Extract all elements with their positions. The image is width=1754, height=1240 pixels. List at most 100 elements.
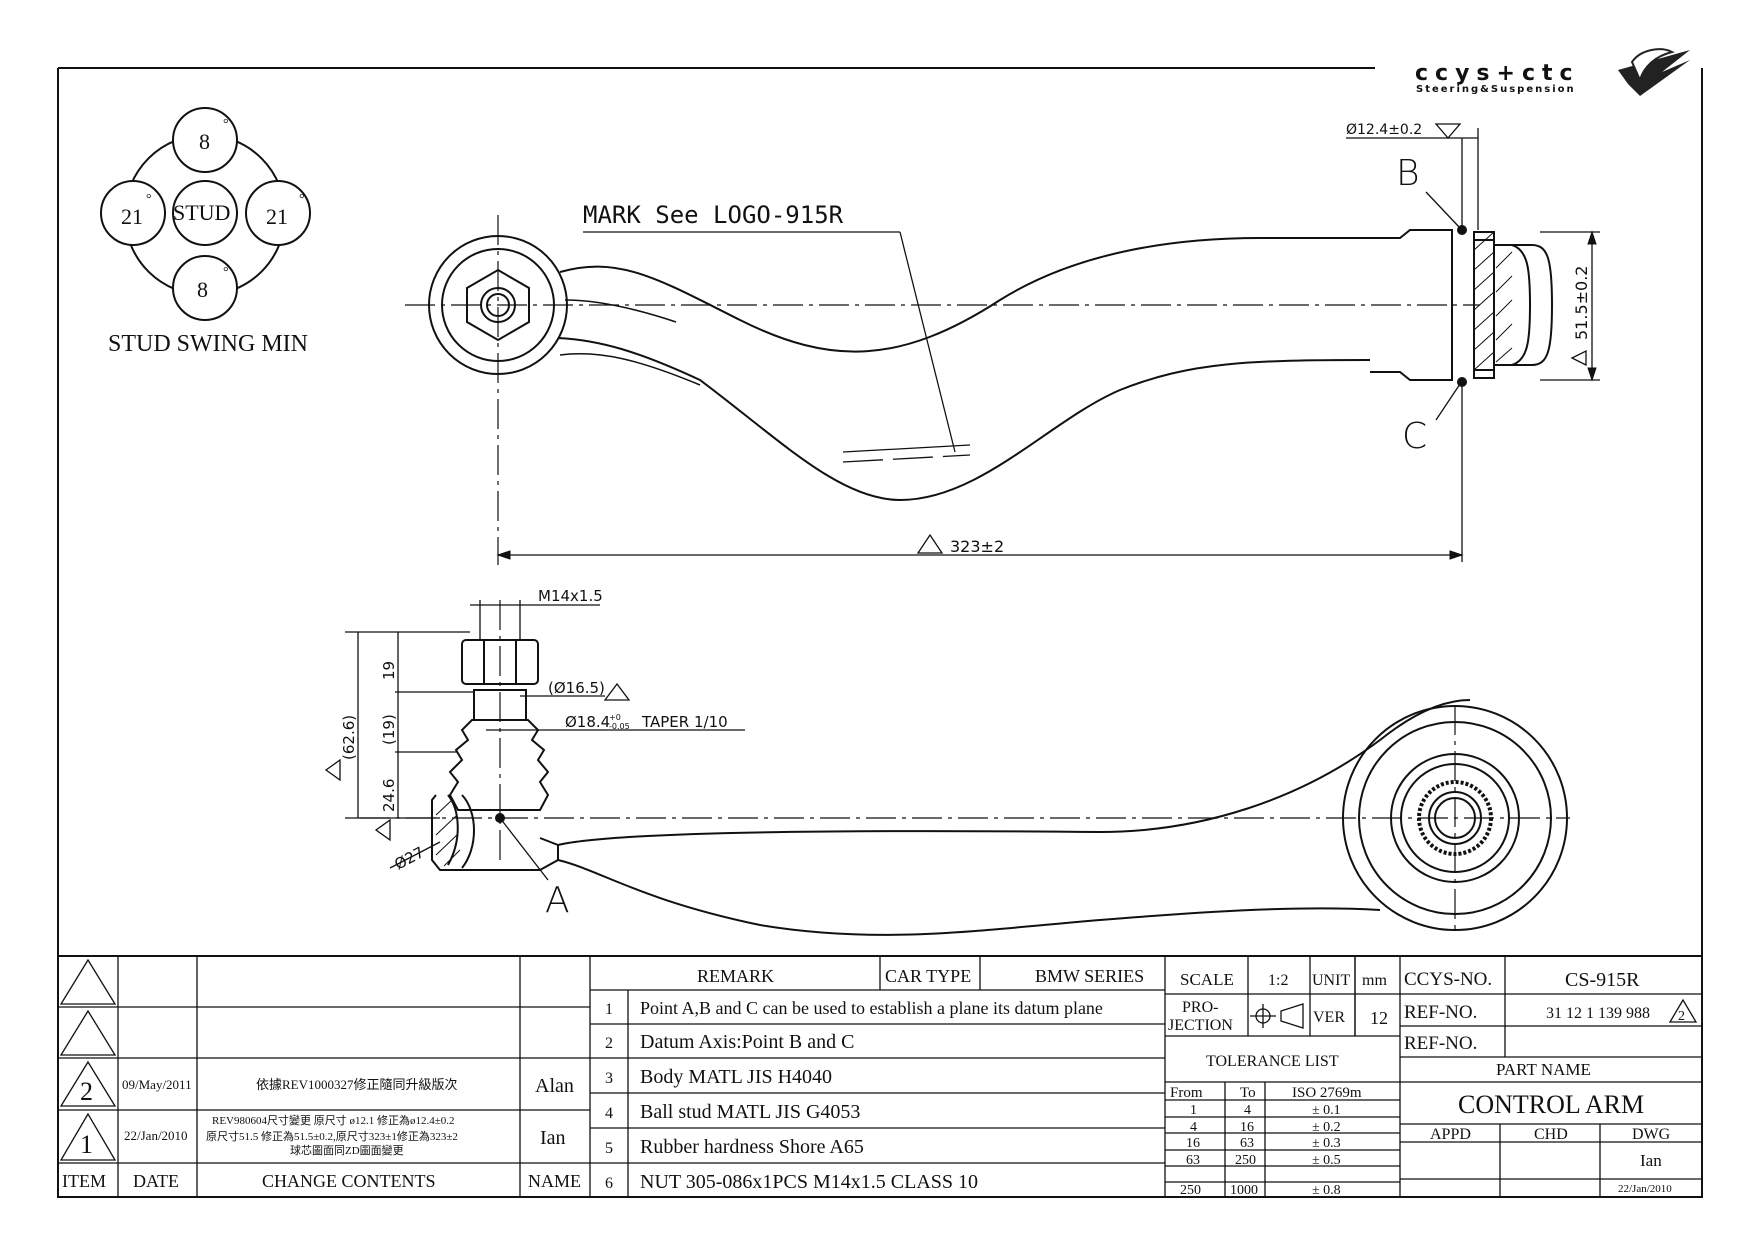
stud-swing-diagram: 8 ° 21 ° 21 ° 8 ° STUD STUD SWING MIN: [100, 107, 311, 357]
stud-swing-right: 21: [266, 204, 288, 229]
rev1-name: Ian: [540, 1127, 566, 1149]
stud-circle-left: [100, 180, 166, 246]
tolerance-row3-from: 16: [1186, 1136, 1200, 1151]
datum-triangle-62: [324, 758, 341, 782]
car-type-value: BMW SERIES: [1035, 966, 1144, 986]
logo-wing-icon: [1618, 48, 1690, 96]
dim-thread: M14x1.5: [538, 587, 603, 605]
remark-2-no: 2: [605, 1035, 613, 1052]
stud-circle-bottom: [172, 255, 238, 321]
tolerance-header-iso: ISO 2769m: [1292, 1085, 1362, 1101]
ref-no-label-2: REF-NO.: [1404, 1033, 1477, 1054]
tolerance-row3-to: 63: [1240, 1136, 1254, 1151]
logo-tagline: Steering&Suspension: [1416, 84, 1576, 95]
tolerance-row5-tol: ± 0.8: [1312, 1183, 1341, 1198]
rev2-content: 依據REV1000327修正隨同升級版次: [256, 1077, 458, 1092]
dim-19b: (19): [380, 714, 398, 745]
remark-3-text: Body MATL JIS H4040: [640, 1066, 832, 1088]
tolerance-title: TOLERANCE LIST: [1206, 1053, 1339, 1070]
scale-value: 1:2: [1268, 972, 1288, 989]
stud-swing-left-deg: °: [146, 192, 152, 207]
company-logo: ccys+ctc Steering&Suspension: [1415, 48, 1690, 96]
tolerance-row5-to: 1000: [1230, 1183, 1258, 1198]
datum-triangle-dia: [1434, 123, 1462, 139]
projection-label-1: PRO-: [1182, 999, 1218, 1016]
dim-height: 51.5±0.2: [1572, 266, 1591, 340]
stud-swing-top: 8: [199, 129, 210, 154]
ref-no-value: 31 12 1 139 988: [1546, 1005, 1650, 1022]
remark-5-no: 5: [605, 1140, 613, 1157]
stud-swing-top-deg: °: [223, 117, 229, 132]
tolerance-row3-tol: ± 0.3: [1312, 1136, 1341, 1151]
part-name-label: PART NAME: [1496, 1060, 1591, 1079]
header-date: DATE: [133, 1171, 179, 1191]
rev2-number: 2: [80, 1077, 93, 1106]
stud-circle-center: [172, 180, 238, 246]
dim-24-6: 24.6: [380, 779, 398, 812]
header-item: ITEM: [62, 1171, 106, 1191]
tolerance-row4-from: 63: [1186, 1153, 1200, 1168]
point-c-label: C: [1402, 416, 1427, 457]
appd-label: APPD: [1430, 1126, 1471, 1143]
tolerance-row2-to: 16: [1240, 1120, 1254, 1135]
tolerance-row4-to: 250: [1235, 1153, 1256, 1168]
datum-triangle-16: [603, 682, 631, 701]
dim-taper-tol-lower: -0.05: [609, 722, 630, 731]
ver-label: VER: [1313, 1009, 1345, 1026]
mark-note: MARK See LOGO-915R: [583, 201, 844, 229]
dim-taper-note: TAPER 1/10: [641, 713, 728, 731]
stud-circle-right: [245, 180, 311, 246]
chd-label: CHD: [1534, 1126, 1568, 1143]
logo-brand-text: ccys+ctc: [1415, 61, 1580, 86]
tolerance-header-from: From: [1170, 1085, 1203, 1101]
stud-swing-caption: STUD SWING MIN: [108, 331, 308, 357]
remark-4-no: 4: [605, 1105, 613, 1122]
side-view: [324, 600, 1570, 936]
unit-label: UNIT: [1312, 972, 1350, 989]
tolerance-row4-tol: ± 0.5: [1312, 1153, 1341, 1168]
projection-label-2: JECTION: [1168, 1017, 1233, 1034]
scale-label: SCALE: [1180, 970, 1234, 989]
remark-1-text: Point A,B and C can be used to establish…: [640, 998, 1103, 1018]
remark-2-text: Datum Axis:Point B and C: [640, 1031, 854, 1053]
tolerance-row1-tol: ± 0.1: [1312, 1103, 1341, 1118]
datum-triangle-height: [1570, 349, 1587, 367]
ccys-no-value: CS-915R: [1565, 969, 1640, 991]
ref-no-rev: 2: [1678, 1009, 1685, 1024]
ref-no-label: REF-NO.: [1404, 1002, 1477, 1023]
rev1-content-line1: REV980604尺寸變更 原尺寸 ø12.1 修正為ø12.4±0.2: [212, 1113, 455, 1127]
rev1-content-line3: 球芯圖面同ZD圖面變更: [290, 1143, 404, 1157]
dim-dia-b: Ø12.4±0.2: [1346, 122, 1422, 138]
stud-swing-bottom: 8: [197, 277, 208, 302]
remark-header: REMARK: [697, 966, 774, 986]
tolerance-row2-tol: ± 0.2: [1312, 1120, 1341, 1135]
point-b-label: B: [1396, 153, 1420, 194]
remark-1-no: 1: [605, 1001, 613, 1018]
rev2-date: 09/May/2011: [122, 1077, 192, 1092]
dwg-label: DWG: [1632, 1126, 1671, 1143]
dim-19a: 19: [380, 661, 398, 680]
datum-triangle-24: [374, 818, 391, 842]
dim-taper-tol-upper: +0: [609, 713, 621, 722]
point-a-label: A: [545, 880, 570, 921]
dim-length: 323±2: [950, 537, 1004, 556]
stud-circle-top: [172, 107, 238, 173]
tolerance-row1-to: 4: [1244, 1103, 1251, 1118]
drawing-frame: [57, 67, 1703, 1198]
remark-6-text: NUT 305-086x1PCS M14x1.5 CLASS 10: [640, 1171, 978, 1193]
dim-dia-16-5: (Ø16.5): [548, 679, 605, 697]
dim-dia-27: Ø27: [391, 843, 427, 873]
datum-triangle-length: [916, 533, 944, 554]
header-change: CHANGE CONTENTS: [262, 1171, 436, 1191]
header-name: NAME: [528, 1171, 581, 1191]
remark-4-text: Ball stud MATL JIS G4053: [640, 1101, 860, 1123]
remark-6-no: 6: [605, 1175, 613, 1192]
stud-swing-right-deg: °: [299, 192, 305, 207]
tolerance-row1-from: 1: [1190, 1103, 1197, 1118]
unit-value: mm: [1362, 972, 1387, 989]
ccys-no-label: CCYS-NO.: [1404, 969, 1492, 990]
dim-taper-dia: Ø18.4: [565, 713, 610, 731]
stud-swing-center-label: STUD: [173, 200, 230, 225]
rev2-name: Alan: [535, 1075, 574, 1097]
